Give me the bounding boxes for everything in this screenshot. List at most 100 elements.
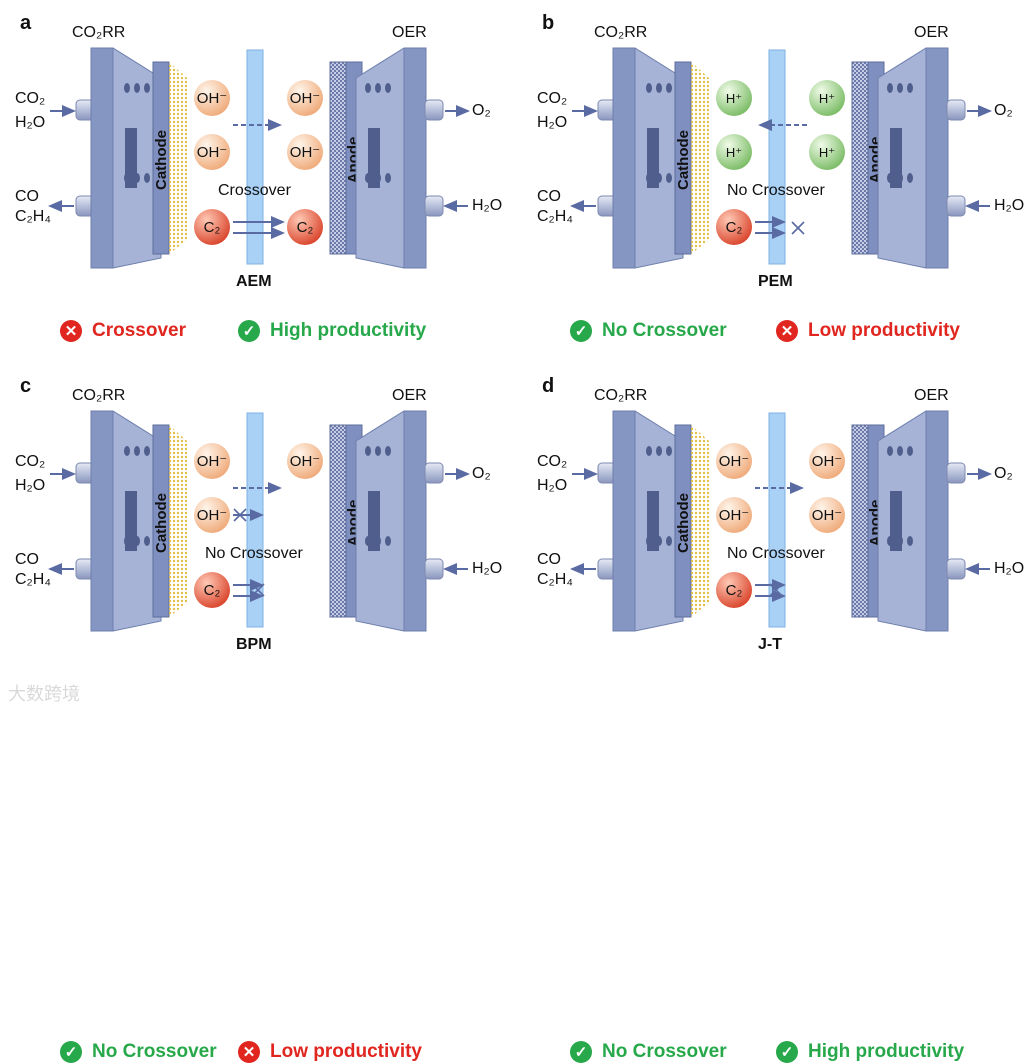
plate-hole <box>897 446 903 456</box>
oh-ion-label: OH⁻ <box>812 453 842 470</box>
status-text: Low productivity <box>808 320 960 341</box>
h-ion <box>809 134 845 170</box>
plate-hole <box>385 173 391 183</box>
plate-hole <box>656 536 662 546</box>
plate-hole <box>375 536 381 546</box>
plate-hole <box>897 173 903 183</box>
oh-ion <box>287 443 323 479</box>
flow-plate-edge <box>90 47 114 269</box>
oh-ion-label: OH⁻ <box>290 90 320 107</box>
catalyst-layer <box>691 62 709 254</box>
plate-hole <box>134 173 140 183</box>
pipe <box>424 462 444 484</box>
plate-hole <box>907 173 913 183</box>
plate-hole <box>375 83 381 93</box>
flow-plate-edge <box>925 47 949 269</box>
plate-hole <box>385 536 391 546</box>
anode-head-label: OER <box>914 24 949 41</box>
blocked-cross <box>769 583 783 597</box>
plate-hole <box>124 446 130 456</box>
output-co-label: CO <box>15 551 39 568</box>
plate-hole <box>887 173 893 183</box>
plate-hole <box>656 446 662 456</box>
membrane-label: BPM <box>236 636 272 653</box>
output-c2h4-label: C₂H₄ <box>15 571 51 588</box>
status-text: No Crossover <box>92 1041 217 1062</box>
anode-head-label: OER <box>392 387 427 404</box>
oh-ion <box>809 497 845 533</box>
c2-ion <box>716 572 752 608</box>
crossover-text: No Crossover <box>727 545 825 562</box>
cathode-label: Cathode <box>675 493 692 553</box>
h-ion-label: H⁺ <box>726 145 742 160</box>
status-positive: ✓No Crossover <box>60 1041 217 1063</box>
status-negative: ✕Low productivity <box>238 1041 422 1063</box>
pipe <box>946 558 966 580</box>
membrane-label: J-T <box>758 636 782 653</box>
flow-plate-edge <box>403 47 427 269</box>
status-negative: ✕Crossover <box>60 320 186 342</box>
blocked-cross <box>791 221 805 235</box>
plate-hole <box>365 173 371 183</box>
cathode-label: Cathode <box>153 130 170 190</box>
panel-label: c <box>20 375 32 397</box>
oh-ion-label: OH⁻ <box>290 453 320 470</box>
plate-hole <box>365 446 371 456</box>
output-c2h4-label: C₂H₄ <box>15 208 51 225</box>
input-h2o-anode-label: H₂O <box>472 197 503 214</box>
flow-channel <box>368 491 380 551</box>
input-co2-label: CO₂ <box>537 453 568 470</box>
input-h2o-anode-label: H₂O <box>994 197 1025 214</box>
pipe <box>424 558 444 580</box>
cathode-head-label: CO₂RR <box>72 24 126 41</box>
input-h2o-label: H₂O <box>15 114 46 131</box>
oh-ion-label: OH⁻ <box>719 507 749 524</box>
membrane <box>246 49 264 265</box>
anode-head-label: OER <box>392 24 427 41</box>
flow-channel <box>647 128 659 188</box>
plate-hole <box>144 173 150 183</box>
input-co2-label: CO₂ <box>15 453 46 470</box>
plate-hole <box>134 83 140 93</box>
input-h2o-anode-label: H₂O <box>472 560 503 577</box>
input-h2o-label: H₂O <box>15 477 46 494</box>
watermark-text: 大数跨境 <box>8 684 80 704</box>
flow-channel <box>125 491 137 551</box>
cathode-head-label: CO₂RR <box>72 387 126 404</box>
oh-ion-label: OH⁻ <box>812 507 842 524</box>
plate-hole <box>134 446 140 456</box>
oh-ion <box>194 443 230 479</box>
output-co-label: CO <box>537 551 561 568</box>
catalyst-layer <box>169 62 187 254</box>
oh-ion-label: OH⁻ <box>197 507 227 524</box>
anode-mesh <box>329 61 347 255</box>
output-co-label: CO <box>15 188 39 205</box>
status-positive: ✓ No Crossover <box>570 1041 727 1063</box>
anode-mesh <box>329 424 347 618</box>
plate-hole <box>144 536 150 546</box>
oh-ion <box>809 443 845 479</box>
h-ion-label: H⁺ <box>819 145 835 160</box>
status-text: Low productivity <box>270 1041 422 1062</box>
flow-channel <box>125 128 137 188</box>
check-icon: ✓ <box>570 1041 592 1063</box>
plate-hole <box>656 173 662 183</box>
output-o2-label: O₂ <box>472 102 491 119</box>
panel-label: d <box>542 375 555 397</box>
plate-hole <box>124 83 130 93</box>
h-ion <box>809 80 845 116</box>
plate-hole <box>666 446 672 456</box>
output-o2-label: O₂ <box>994 465 1013 482</box>
status-text: No Crossover <box>602 1041 727 1062</box>
flow-channel <box>890 491 902 551</box>
pipe <box>424 99 444 121</box>
flow-plate-edge <box>403 410 427 632</box>
status-positive: ✓High productivity <box>776 1041 964 1063</box>
oh-ion-label: OH⁻ <box>197 144 227 161</box>
pipe <box>946 195 966 217</box>
h-ion-label: H⁺ <box>819 91 835 106</box>
